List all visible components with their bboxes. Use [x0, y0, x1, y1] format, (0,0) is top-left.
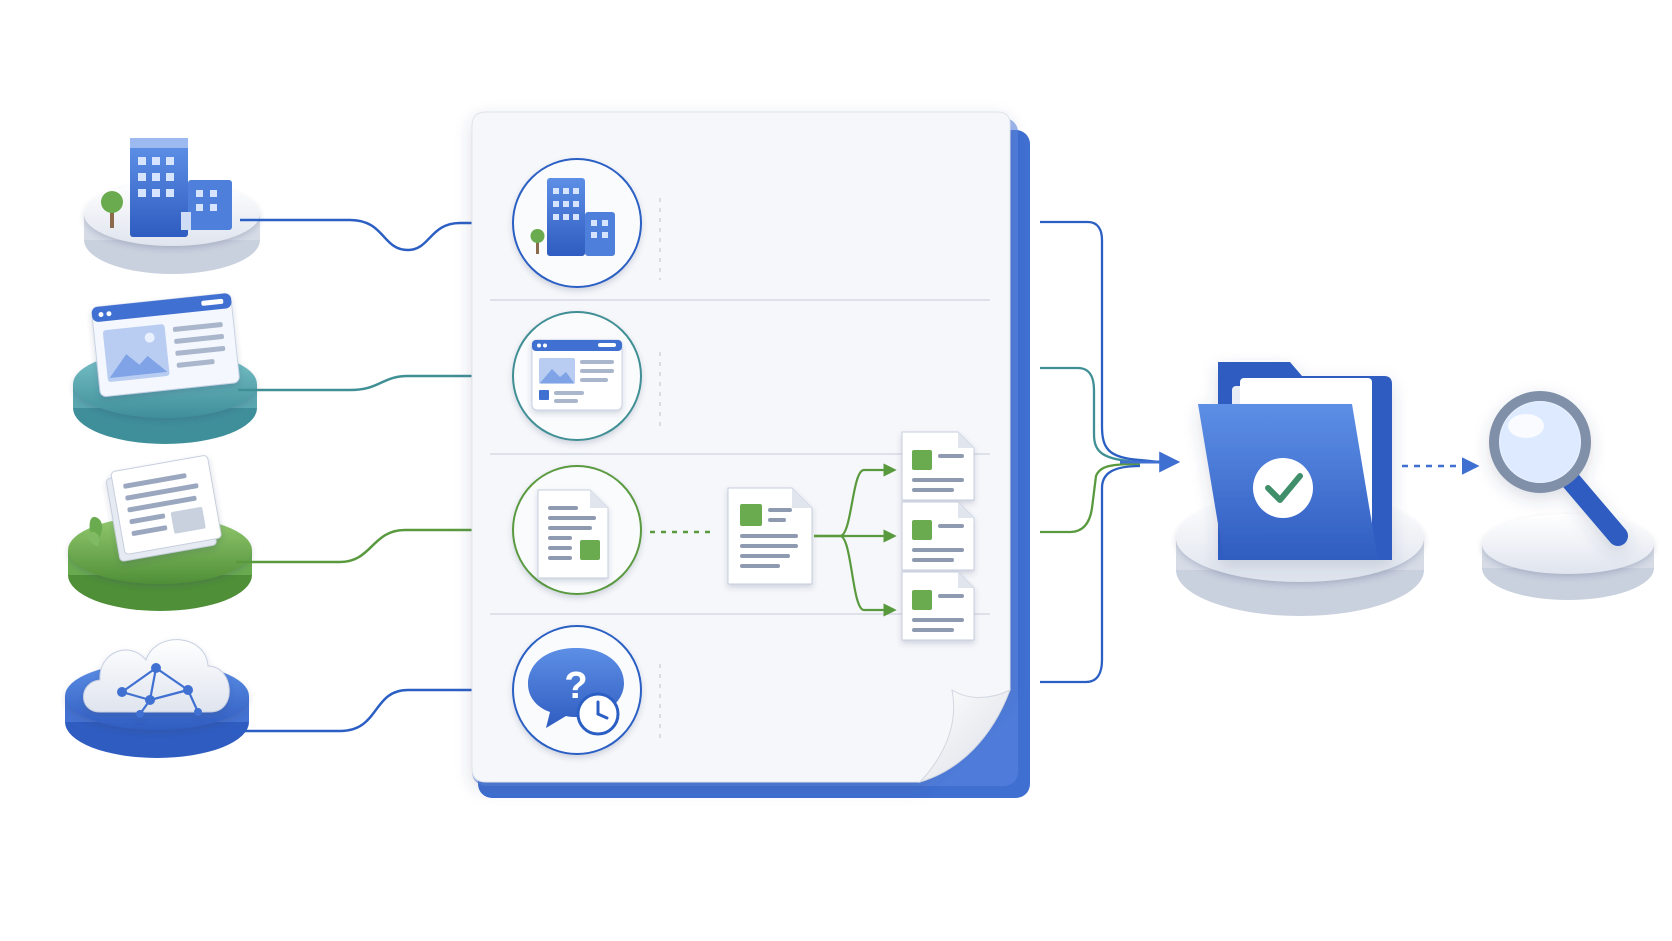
final-search: [1482, 391, 1654, 600]
connector-organization: [240, 218, 492, 252]
processing-panel: ?: [471, 111, 1030, 798]
connectors-in: [234, 215, 500, 733]
panel-row-web: [512, 311, 642, 441]
web-page-icon: [91, 292, 240, 397]
connectors-out: [1040, 220, 1181, 684]
panel-row-question: ?: [512, 625, 642, 755]
panel-row-organization: [512, 158, 642, 288]
chunk-document-icon: [901, 501, 975, 571]
chunking-document-icon: [727, 487, 813, 585]
chunk-documents: [901, 431, 975, 641]
office-building-icon: [101, 138, 232, 237]
chunk-document-icon: [901, 571, 975, 641]
source-cloud: [65, 639, 249, 758]
split-connectors: [814, 463, 897, 617]
source-documents: [68, 455, 252, 611]
connector-cloud: [234, 688, 492, 733]
pedestal: [1482, 514, 1654, 600]
chunk-document-icon: [901, 431, 975, 501]
cloud-network-icon: [83, 639, 230, 718]
connector-documents: [236, 528, 492, 564]
source-web: [73, 292, 257, 444]
office-building-icon: [530, 178, 615, 256]
documents-icon: [87, 455, 222, 562]
svg-text:?: ?: [564, 665, 587, 707]
folder-check-icon: [1198, 362, 1392, 560]
document-icon: [537, 489, 609, 579]
page-curl: [918, 688, 1011, 784]
destination-folder: [1176, 362, 1424, 616]
source-organization: [84, 138, 260, 274]
web-page-icon: [531, 339, 623, 411]
panel-row-documents: [512, 431, 975, 641]
magnifier-icon: [1489, 391, 1628, 546]
connector-web: [238, 374, 492, 392]
question-clock-icon: ?: [528, 648, 624, 736]
